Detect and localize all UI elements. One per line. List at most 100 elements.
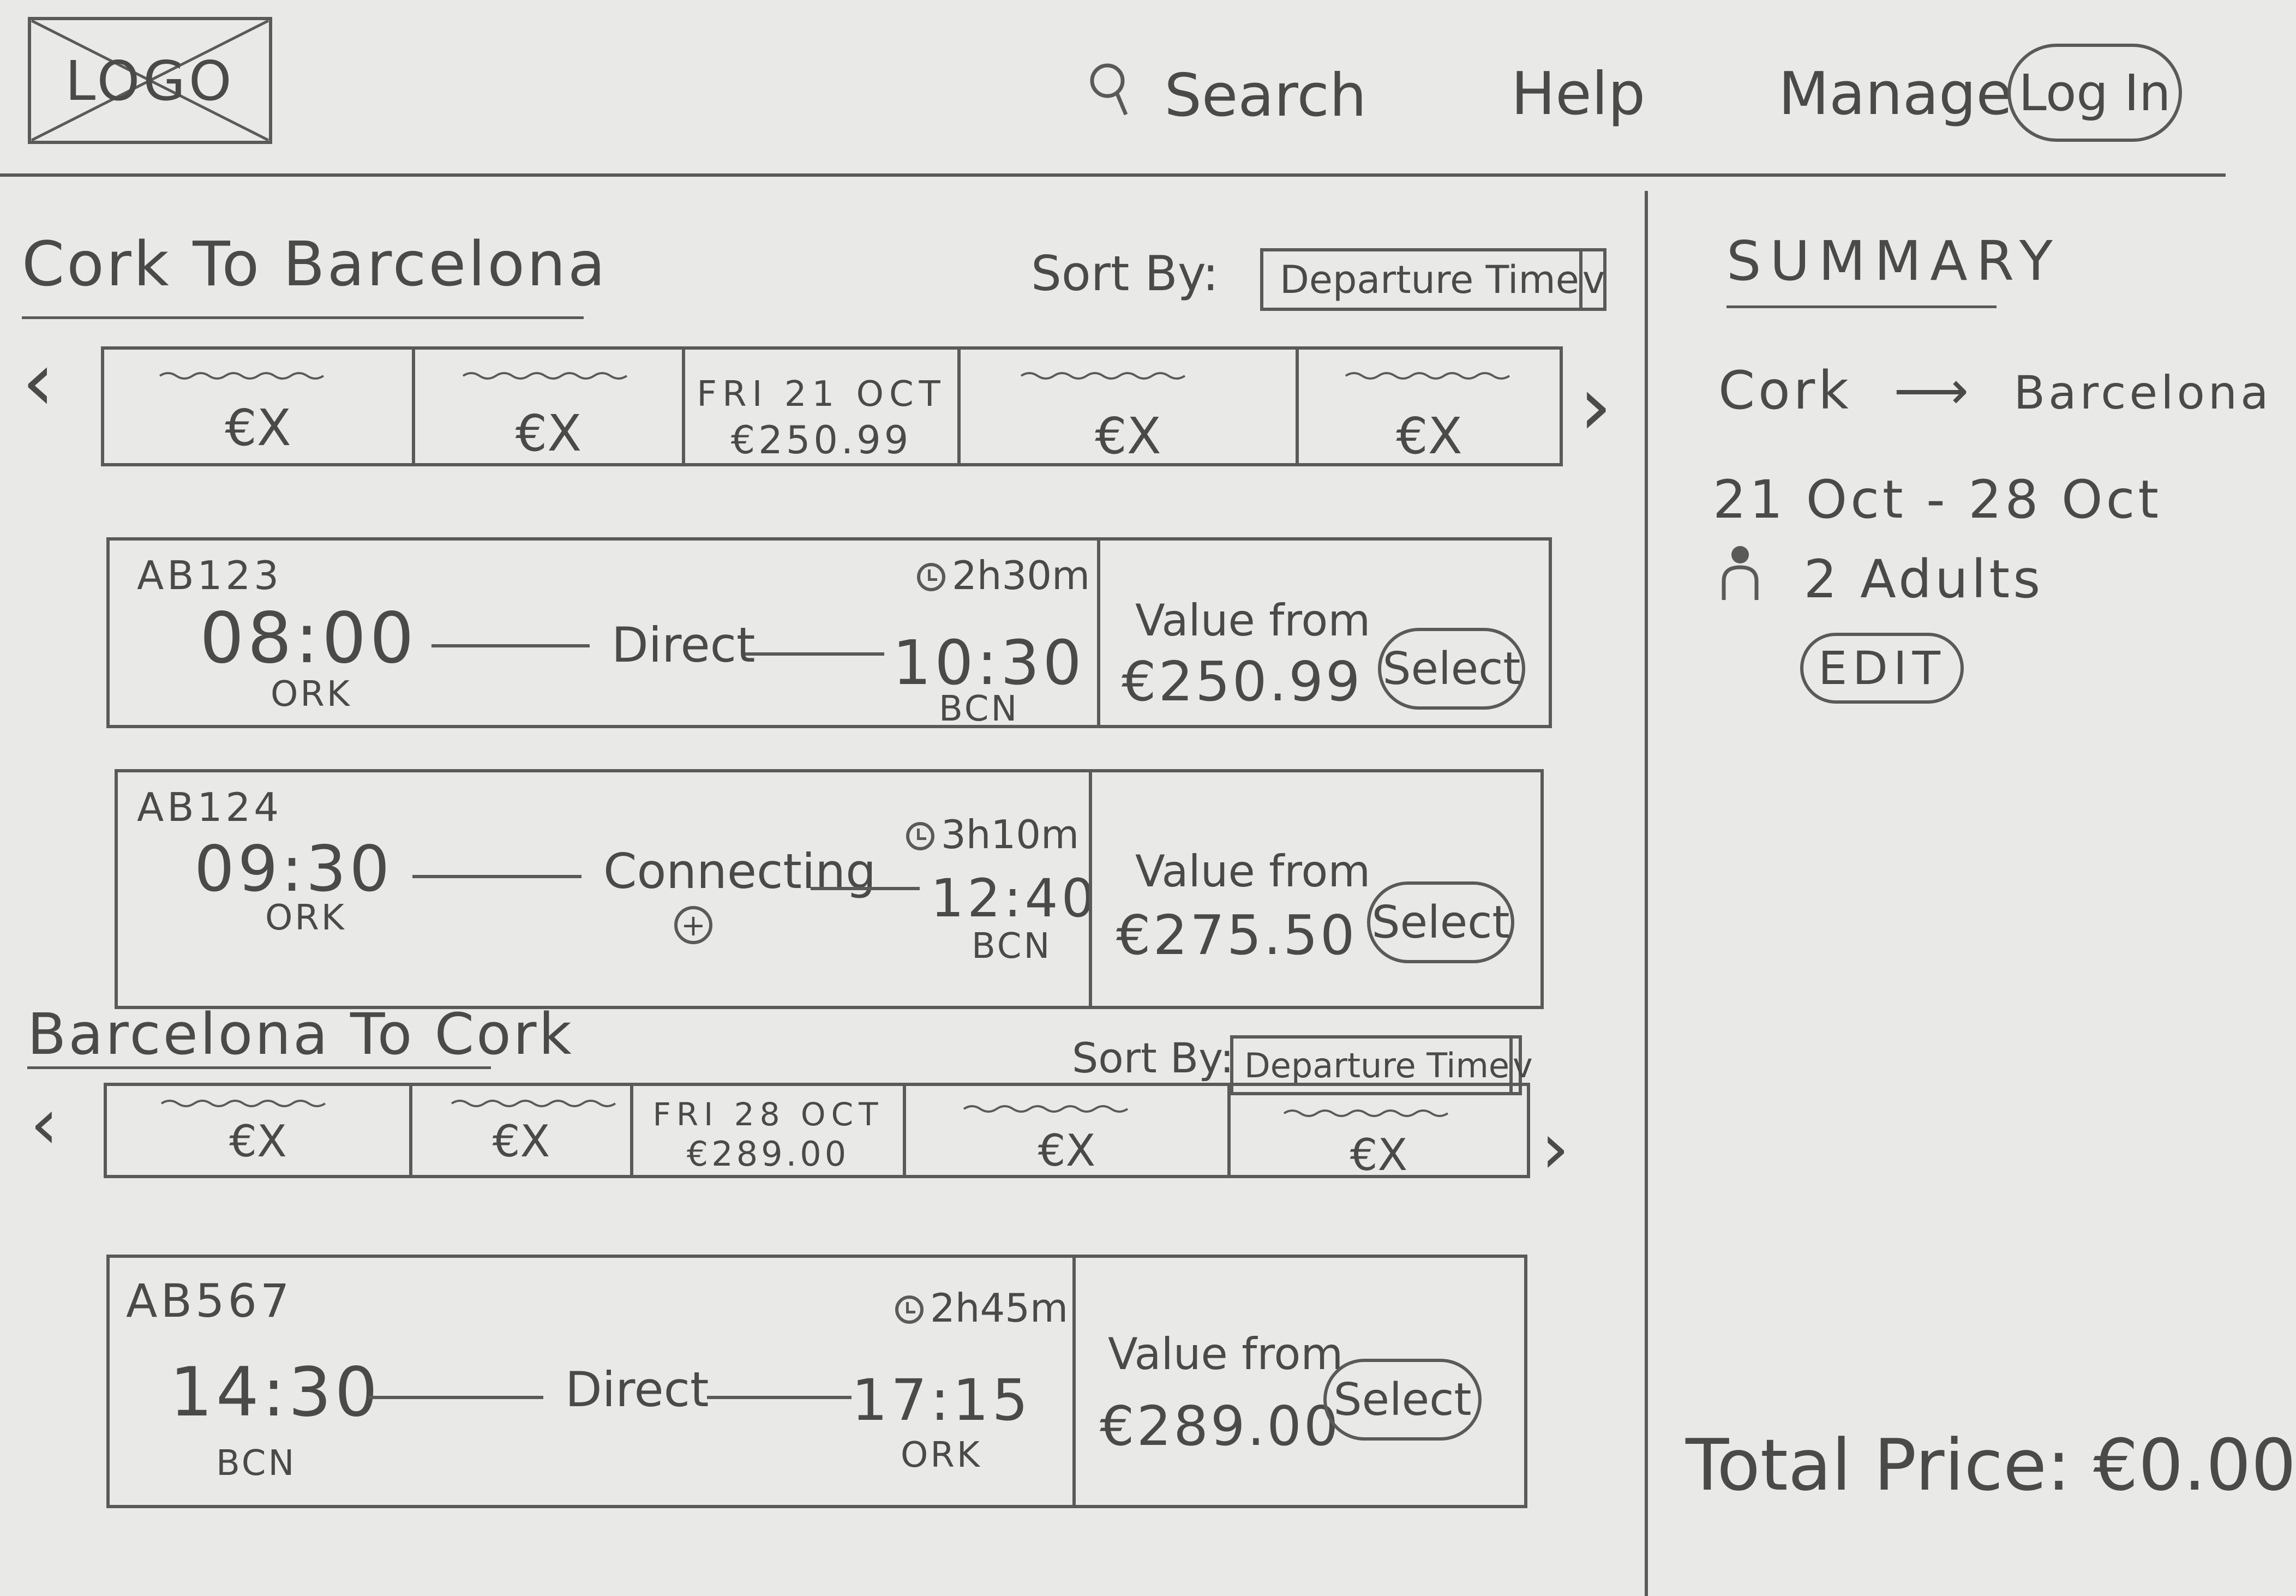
outbound-date-cell[interactable]: €X	[961, 350, 1299, 465]
summary-to: Barcelona	[2013, 366, 2272, 419]
return-date-cell[interactable]: €X	[906, 1086, 1231, 1176]
nav-search[interactable]: Search	[1086, 60, 1366, 130]
person-icon	[1722, 546, 1759, 600]
return-sort-select[interactable]: Departure Time v	[1230, 1035, 1533, 1095]
placeholder-squiggle	[1345, 372, 1510, 380]
summary-from: Cork	[1718, 360, 1852, 421]
nav-manage[interactable]: Manage	[1778, 60, 2012, 128]
card-divider	[1097, 541, 1100, 725]
sidebar-divider	[1645, 191, 1648, 1596]
stop-type: Direct	[565, 1361, 709, 1418]
value-from-label: Value from	[1135, 846, 1371, 897]
outbound-sort-select[interactable]: Departure Time v	[1260, 248, 1606, 311]
select-flight-button[interactable]: Select	[1378, 628, 1525, 710]
select-flight-button[interactable]: Select	[1323, 1359, 1482, 1441]
card-divider	[1072, 1258, 1076, 1505]
return-date-cell[interactable]: €X	[412, 1086, 633, 1175]
placeholder-squiggle	[1020, 372, 1185, 380]
clock-icon	[917, 563, 945, 591]
flight-duration-text: 2h30m	[952, 553, 1090, 598]
return-date-cell[interactable]: €X	[107, 1086, 412, 1175]
date-label: FRI 21 OCT	[697, 374, 946, 415]
placeholder-squiggle	[963, 1105, 1129, 1113]
nav-search-label: Search	[1164, 62, 1367, 130]
departure-time: 09:30	[194, 832, 393, 906]
value-from-label: Value from	[1108, 1329, 1344, 1379]
flight-duration: 2h30m	[917, 553, 1090, 598]
flight-duration: 3h10m	[906, 812, 1079, 857]
date-price: €289.00	[686, 1134, 850, 1174]
login-button[interactable]: Log In	[2007, 44, 2182, 142]
placeholder-squiggle	[462, 372, 628, 380]
select-flight-button[interactable]: Select	[1367, 881, 1514, 963]
summary-dates: 21 Oct - 28 Oct	[1713, 469, 2162, 530]
clock-icon	[895, 1295, 924, 1324]
clock-icon	[906, 822, 934, 850]
connection-info-icon[interactable]: +	[674, 906, 712, 944]
date-price: €X	[1396, 407, 1462, 465]
date-price: €X	[229, 1116, 287, 1167]
return-prev-arrow[interactable]: ‹	[30, 1082, 58, 1165]
summary-route: Cork ⟶ Barcelona	[1718, 360, 2272, 421]
outbound-date-strip: €X €X FRI 21 OCT €250.99 €X €X	[101, 346, 1563, 466]
date-price: €X	[1350, 1130, 1408, 1180]
arrival-code: ORK	[901, 1435, 982, 1475]
summary-passengers-text: 2 Adults	[1803, 549, 2044, 610]
placeholder-squiggle	[160, 1100, 326, 1107]
summary-passengers: 2 Adults	[1718, 543, 2043, 610]
flight-duration-text: 3h10m	[941, 812, 1080, 857]
route-line	[431, 644, 590, 647]
card-divider	[1089, 772, 1092, 1006]
logo-text: LOGO	[65, 49, 235, 113]
outbound-title: Cork To Barcelona	[22, 229, 608, 300]
arrival-code: BCN	[939, 689, 1020, 729]
flight-card: AB123 2h30m 08:00 ORK Direct 10:30 BCN V…	[106, 537, 1552, 729]
date-price: €X	[515, 404, 582, 463]
flight-number: AB123	[137, 553, 283, 598]
flight-card: AB124 3h10m 09:30 ORK Connecting + 12:40…	[115, 769, 1544, 1009]
outbound-prev-arrow[interactable]: ‹	[22, 334, 55, 429]
stop-type: Direct	[612, 617, 756, 673]
outbound-date-cell[interactable]: €X	[104, 350, 415, 463]
flight-price: €250.99	[1122, 650, 1363, 713]
chevron-down-icon[interactable]: v	[1509, 1039, 1533, 1092]
date-price: €X	[492, 1116, 550, 1167]
departure-time: 14:30	[170, 1353, 381, 1432]
return-title: Barcelona To Cork	[27, 1001, 574, 1067]
departure-code: ORK	[265, 898, 346, 938]
chevron-down-icon[interactable]: v	[1579, 251, 1605, 308]
outbound-next-arrow[interactable]: ›	[1579, 359, 1612, 454]
departure-code: ORK	[271, 674, 352, 715]
nav-help[interactable]: Help	[1511, 60, 1646, 128]
date-label: FRI 28 OCT	[652, 1096, 884, 1133]
placeholder-squiggle	[1283, 1109, 1448, 1117]
arrival-time: 12:40	[931, 868, 1098, 929]
summary-title-underline	[1727, 305, 1997, 308]
return-next-arrow[interactable]: ›	[1541, 1107, 1569, 1190]
outbound-date-cell-selected[interactable]: FRI 21 OCT €250.99	[685, 350, 961, 463]
route-line	[745, 652, 884, 656]
flight-duration-text: 2h45m	[930, 1285, 1069, 1331]
outbound-sort-value: Departure Time	[1280, 257, 1579, 302]
return-sort-label: Sort By:	[1072, 1034, 1234, 1082]
arrival-time: 17:15	[852, 1367, 1032, 1433]
arrival-time: 10:30	[892, 628, 1085, 699]
arrow-right-icon: ⟶	[1893, 360, 1972, 421]
search-icon	[1090, 63, 1128, 116]
date-price: €250.99	[730, 418, 912, 463]
outbound-date-cell[interactable]: €X	[415, 350, 685, 463]
flight-number: AB567	[126, 1274, 293, 1328]
flight-price: €275.50	[1116, 903, 1357, 967]
return-date-cell-selected[interactable]: FRI 28 OCT €289.00	[633, 1086, 906, 1175]
outbound-date-cell[interactable]: €X	[1299, 350, 1560, 465]
edit-button[interactable]: EDIT	[1800, 633, 1964, 704]
summary-title: SUMMARY	[1727, 229, 2061, 293]
flight-price: €289.00	[1100, 1394, 1341, 1458]
return-date-cell[interactable]: €X	[1231, 1086, 1527, 1180]
date-price: €X	[1038, 1125, 1096, 1176]
total-price: Total Price: €0.00	[1686, 1424, 2296, 1507]
return-sort-value: Departure Time	[1244, 1045, 1510, 1085]
logo[interactable]: LOGO	[27, 16, 273, 145]
route-line	[412, 875, 582, 878]
placeholder-squiggle	[451, 1100, 616, 1107]
